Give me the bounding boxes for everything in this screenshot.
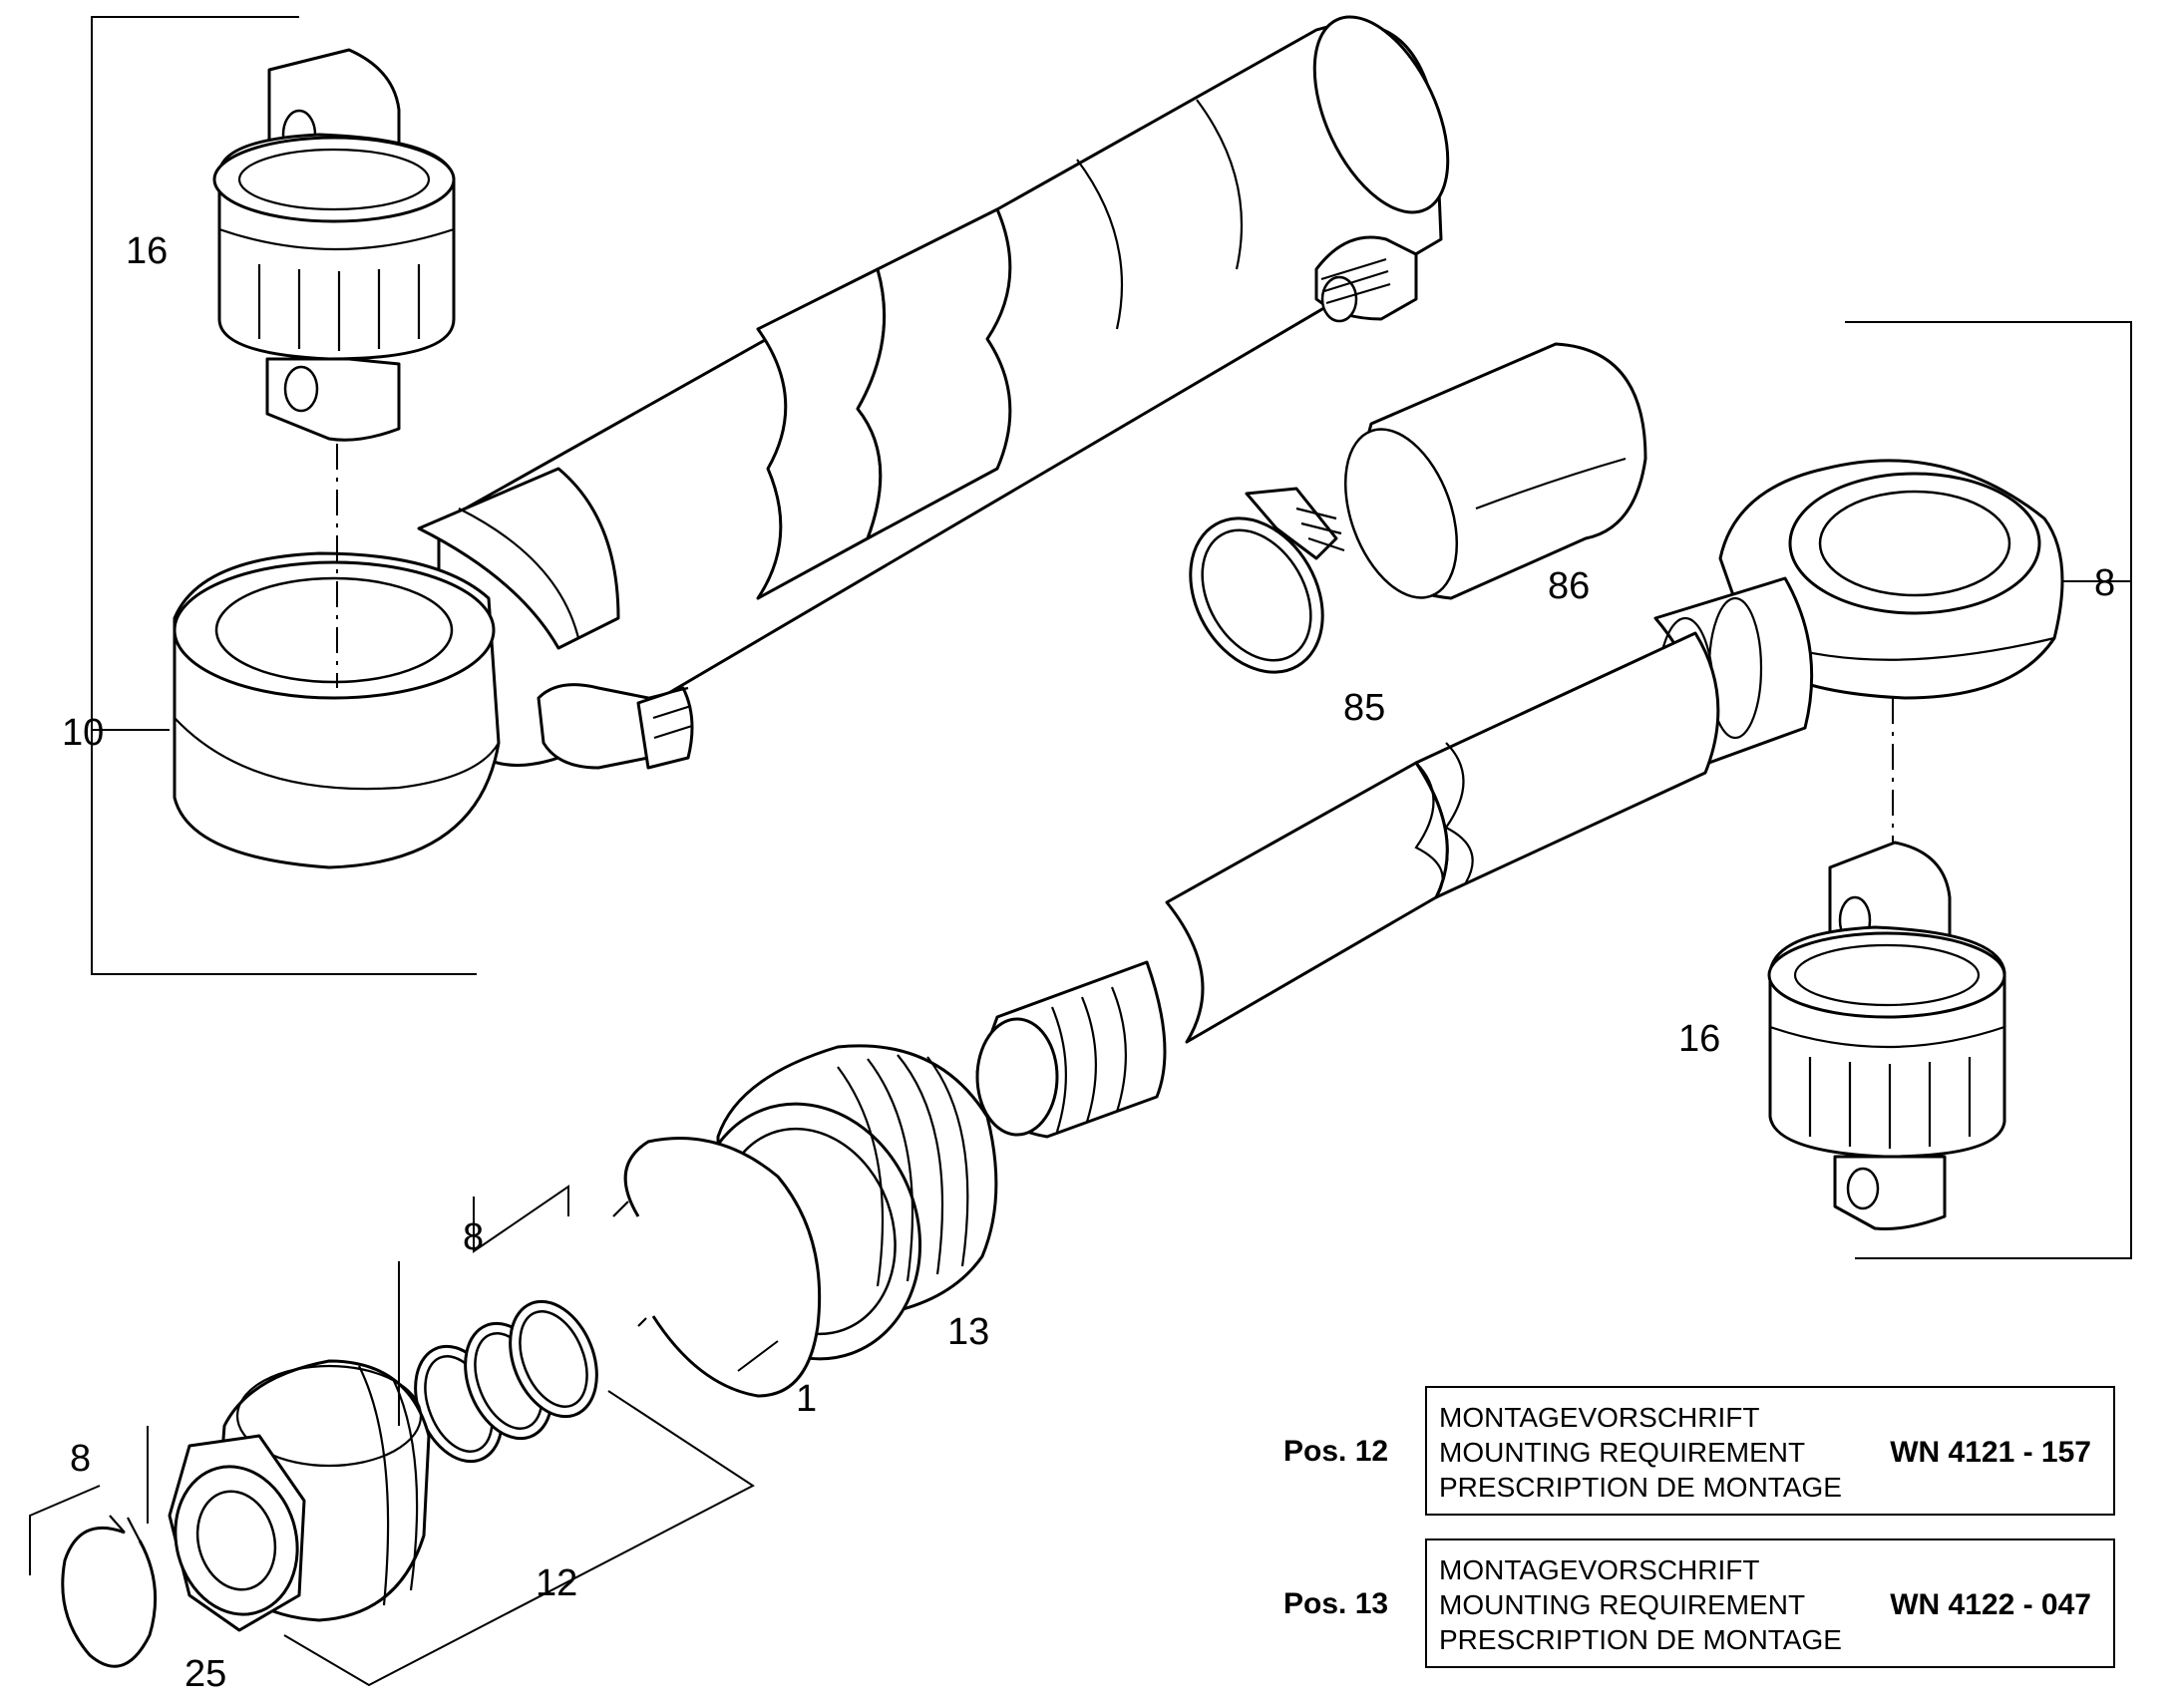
callout-13: 13 (947, 1311, 989, 1353)
requirement-code: WN 4122 - 047 (1890, 1588, 2091, 1621)
callout-12: 12 (536, 1562, 577, 1604)
mounting-requirement-box: MONTAGEVORSCHRIFT MOUNTING REQUIREMENT P… (1425, 1538, 2115, 1668)
requirement-line-en: MOUNTING REQUIREMENT (1439, 1589, 1806, 1620)
requirement-line-de: MONTAGEVORSCHRIFT (1439, 1554, 1760, 1585)
protective-sleeve (1343, 342, 1647, 600)
requirement-pos-label: Pos. 12 (1283, 1435, 1389, 1468)
callout-10: 10 (62, 712, 104, 754)
seal-rings (414, 1299, 598, 1464)
snap-ring (612, 1137, 822, 1398)
swivel-bearing-right (1767, 841, 2006, 1230)
requirement-line-en: MOUNTING REQUIREMENT (1439, 1437, 1806, 1468)
callout-16-top: 16 (126, 230, 168, 272)
callout-25: 25 (184, 1653, 226, 1695)
bracket-group-8-right (1845, 321, 2132, 1259)
swivel-bearing-top (212, 48, 456, 442)
requirement-pos-label: Pos. 13 (1283, 1587, 1389, 1620)
leader-lines (29, 1185, 779, 1687)
callout-85: 85 (1343, 687, 1385, 729)
piston (168, 1359, 431, 1632)
callout-8-mid: 8 (463, 1216, 484, 1258)
circlip (61, 1515, 158, 1668)
requirement-line-fr: PRESCRIPTION DE MONTAGE (1439, 1472, 1842, 1503)
callout-1: 1 (796, 1378, 817, 1420)
requirement-code: WN 4121 - 157 (1890, 1436, 2091, 1469)
callout-86: 86 (1548, 565, 1590, 607)
piston-rod (975, 459, 2064, 1139)
requirement-line-de: MONTAGEVORSCHRIFT (1439, 1402, 1760, 1433)
mounting-requirement-box: MONTAGEVORSCHRIFT MOUNTING REQUIREMENT P… (1425, 1386, 2115, 1516)
callout-8-right: 8 (2094, 562, 2115, 604)
callout-8-left: 8 (70, 1438, 91, 1480)
cylinder-barrel (173, 15, 1450, 869)
callout-16-right: 16 (1678, 1018, 1720, 1060)
bracket-group-10 (91, 16, 477, 975)
hose-clamp (1189, 487, 1345, 674)
requirement-line-fr: PRESCRIPTION DE MONTAGE (1439, 1624, 1842, 1655)
